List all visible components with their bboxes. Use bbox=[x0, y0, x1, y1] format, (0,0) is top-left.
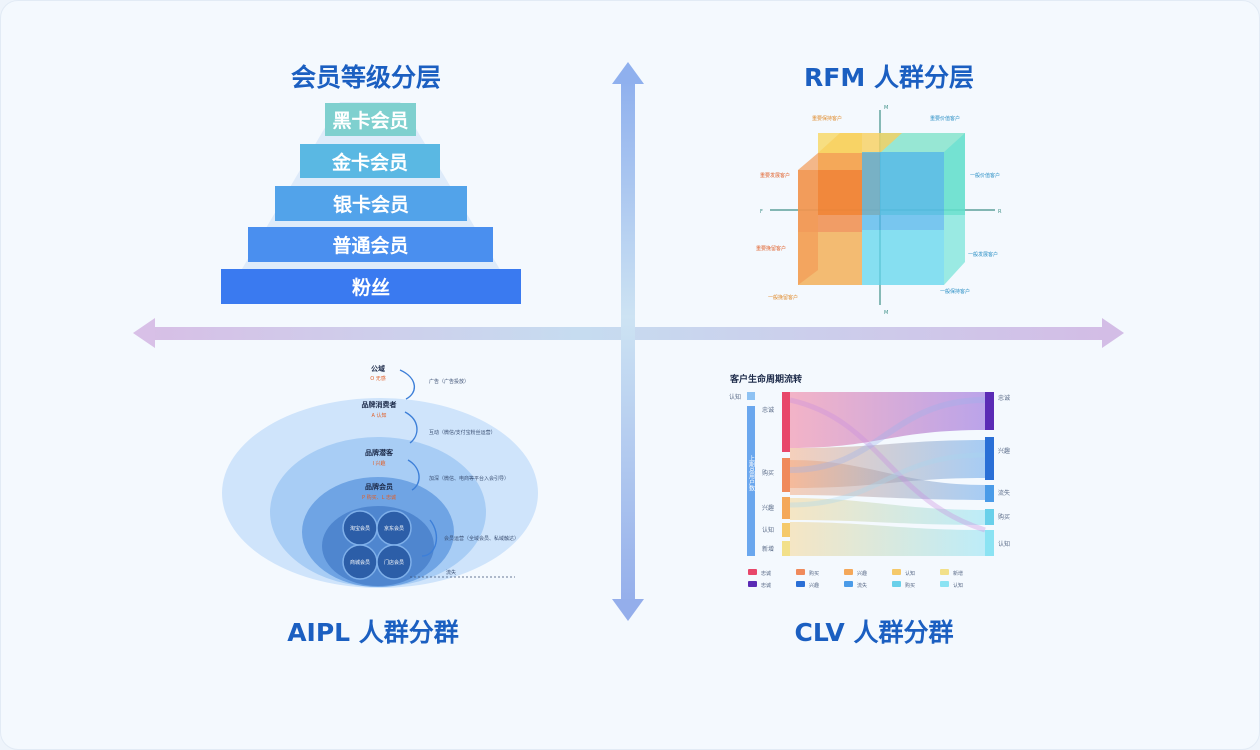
aipl-level-2-name: 品牌潜客 bbox=[365, 448, 394, 457]
rfm-label-bottom-right: 一般保持客户 bbox=[940, 288, 970, 295]
rfm-axis-bottom: M bbox=[884, 310, 888, 316]
vertical-axis-arrow bbox=[612, 62, 644, 621]
rfm-axis-top: M bbox=[884, 105, 888, 111]
tier-black-card: 黑卡会员 bbox=[325, 103, 416, 136]
rfm-title: RFM 人群分层 bbox=[804, 63, 974, 92]
tier-gold-card: 金卡会员 bbox=[300, 144, 440, 178]
rfm-label-bottom-left: 一般挽留客户 bbox=[768, 294, 798, 301]
clv-legend-label-4: 新增 bbox=[953, 570, 963, 577]
clv-legend: 忠诚购买兴趣认知新增忠诚兴趣流失购买认知 bbox=[748, 569, 963, 589]
aipl-channel-1: 京东会员 bbox=[384, 525, 404, 532]
clv-legend-swatch-2 bbox=[844, 569, 853, 575]
tier-regular: 普通会员 bbox=[248, 227, 493, 262]
clv-left-node-3: 兴趣 bbox=[762, 504, 774, 512]
aipl-title: AIPL 人群分群 bbox=[287, 618, 459, 647]
aipl-note-3: 会员运营（全域会员、私域触达） bbox=[444, 535, 519, 542]
tier-fans: 粉丝 bbox=[221, 269, 521, 304]
aipl-channel-2: 商城会员 bbox=[350, 559, 370, 566]
clv-legend-label-7: 流失 bbox=[857, 582, 867, 589]
clv-legend-label-9: 认知 bbox=[953, 582, 963, 589]
aipl-note-2: 加深（微信、电商等平台入会引导） bbox=[429, 475, 509, 482]
aipl-channel-0: 淘宝会员 bbox=[350, 525, 370, 532]
clv-legend-label-8: 购买 bbox=[905, 582, 915, 589]
clv-legend-label-6: 兴趣 bbox=[809, 582, 819, 589]
clv-legend-label-3: 认知 bbox=[905, 570, 915, 577]
clv-right-node-3: 购买 bbox=[998, 513, 1010, 521]
rfm-label-mid-left: 重要发展客户 bbox=[760, 172, 790, 179]
clv-legend-label-0: 忠诚 bbox=[761, 570, 771, 577]
aipl-level-2-tag: I 兴趣 bbox=[372, 460, 385, 467]
tier-silver-card: 银卡会员 bbox=[275, 186, 467, 221]
aipl-note-0: 广告（广告投放） bbox=[429, 378, 469, 385]
clv-left-node-5: 新增 bbox=[762, 545, 774, 553]
clv-legend-swatch-0 bbox=[748, 569, 757, 575]
clv-right-node-0: 忠诚 bbox=[998, 394, 1010, 402]
clv-right-node-2: 流失 bbox=[998, 489, 1010, 497]
aipl-channel-3: 门店会员 bbox=[384, 559, 404, 566]
rfm-label-top-right: 重要价值客户 bbox=[930, 115, 960, 122]
clv-legend-swatch-3 bbox=[892, 569, 901, 575]
clv-title: CLV 人群分群 bbox=[794, 618, 954, 647]
rfm-axis-left: F bbox=[760, 209, 763, 215]
aipl-level-3-name: 品牌会员 bbox=[365, 482, 393, 491]
clv-legend-label-2: 兴趣 bbox=[857, 570, 867, 577]
clv-legend-swatch-1 bbox=[796, 569, 805, 575]
clv-left-node-4: 认知 bbox=[762, 526, 774, 534]
clv-legend-label-5: 忠诚 bbox=[761, 582, 771, 589]
clv-legend-swatch-9 bbox=[940, 581, 949, 587]
clv-side-label: 上期总用户数 bbox=[748, 454, 755, 492]
clv-left-node-2: 购买 bbox=[762, 469, 774, 477]
clv-legend-swatch-5 bbox=[748, 581, 757, 587]
clv-left-node-1: 忠诚 bbox=[762, 406, 774, 414]
clv-legend-swatch-7 bbox=[844, 581, 853, 587]
aipl-level-0-name: 公域 bbox=[371, 364, 385, 373]
clv-right-node-1: 兴趣 bbox=[998, 447, 1010, 455]
clv-legend-swatch-4 bbox=[940, 569, 949, 575]
rfm-label-right-low: 一般发展客户 bbox=[968, 251, 998, 258]
clv-left-node-0: 认知 bbox=[729, 393, 741, 401]
rfm-label-top-left: 重要保持客户 bbox=[812, 115, 842, 122]
clv-legend-swatch-8 bbox=[892, 581, 901, 587]
aipl-level-0-tag: O 无感 bbox=[370, 375, 386, 382]
clv-right-node-4: 认知 bbox=[998, 540, 1010, 548]
rfm-label-right-mid: 一般价值客户 bbox=[970, 172, 1000, 179]
aipl-note-1: 互动（微信/支付宝粉丝运营） bbox=[429, 429, 496, 436]
clv-chart-title: 客户生命周期流转 bbox=[729, 373, 802, 385]
rfm-axis-right: R bbox=[998, 209, 1002, 215]
aipl-level-1-tag: A 认知 bbox=[371, 412, 386, 419]
rfm-label-left-low: 重要挽留客户 bbox=[756, 245, 786, 252]
aipl-level-1-name: 品牌消费者 bbox=[362, 400, 397, 409]
aipl-level-3-tag: P 购买、L 忠诚 bbox=[362, 494, 396, 501]
member-title: 会员等级分层 bbox=[290, 63, 442, 92]
clv-legend-swatch-6 bbox=[796, 581, 805, 587]
aipl-note-4: 流失 bbox=[446, 569, 456, 576]
clv-legend-label-1: 购买 bbox=[809, 570, 819, 577]
